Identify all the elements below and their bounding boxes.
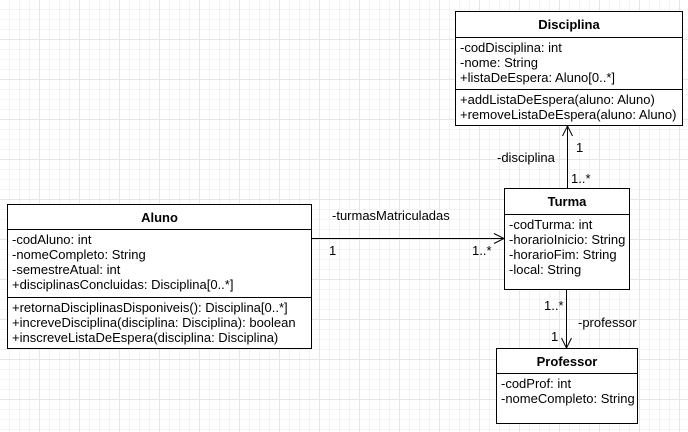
multiplicity-label: 1 [551, 329, 559, 344]
attribute: -nomeCompleto: String [501, 391, 635, 406]
turma-disciplina-arrowhead [562, 124, 573, 137]
attribute: -local: String [509, 262, 582, 277]
class-disciplina[interactable]: Disciplina -codDisciplina: int -nome: St… [455, 11, 683, 126]
role-label-professor: -professor [578, 315, 637, 330]
attributes-section: -codDisciplina: int -nome: String +lista… [456, 38, 682, 89]
attribute: +listaDeEspera: Aluno[0..*] [460, 70, 616, 85]
attributes-section: -codProf: int -nomeCompleto: String [497, 374, 637, 408]
attribute: +disciplinasConcluidas: Disciplina[0..*] [12, 277, 234, 292]
attribute: -codProf: int [501, 376, 572, 391]
attribute: -nome: String [460, 55, 539, 70]
class-name: Turma [505, 189, 629, 215]
attribute: -codTurma: int [509, 217, 593, 232]
operation: +addListaDeEspera(aluno: Aluno) [460, 92, 655, 107]
class-professor[interactable]: Professor -codProf: int -nomeCompleto: S… [496, 348, 638, 424]
multiplicity-label: 1..* [544, 298, 564, 313]
operation: +retornaDisciplinasDisponiveis(): Discip… [12, 300, 288, 315]
multiplicity-label: 1..* [472, 243, 492, 258]
attributes-section: -codTurma: int -horarioInicio: String -h… [505, 215, 629, 279]
attribute: -horarioInicio: String [509, 232, 626, 247]
operation: +inscreveListaDeEspera(disciplina: Disci… [12, 330, 279, 345]
role-label-disciplina: -disciplina [497, 150, 555, 165]
attributes-section: -codAluno: int -nomeCompleto: String -se… [8, 230, 311, 297]
attribute: -horarioFim: String [509, 247, 617, 262]
multiplicity-label: 1 [329, 243, 337, 258]
multiplicity-label: 1..* [571, 171, 591, 186]
attribute: -codDisciplina: int [460, 40, 562, 55]
class-aluno[interactable]: Aluno -codAluno: int -nomeCompleto: Stri… [7, 204, 312, 349]
operations-section: +addListaDeEspera(aluno: Aluno) +removeL… [456, 89, 682, 124]
class-name: Disciplina [456, 12, 682, 38]
role-label-turmas-matriculadas: -turmasMatriculadas [332, 208, 450, 223]
multiplicity-label: 1 [576, 140, 584, 155]
operation: +removeListaDeEspera(aluno: Aluno) [460, 107, 677, 122]
attribute: -nomeCompleto: String [12, 247, 146, 262]
attribute: -codAluno: int [12, 232, 92, 247]
operations-section: +retornaDisciplinasDisponiveis(): Discip… [8, 297, 311, 347]
attribute: -semestreAtual: int [12, 262, 121, 277]
class-turma[interactable]: Turma -codTurma: int -horarioInicio: Str… [504, 188, 630, 290]
operation: +increveDisciplina(disciplina: Disciplin… [12, 315, 296, 330]
class-name: Aluno [8, 205, 311, 230]
class-name: Professor [497, 349, 637, 374]
